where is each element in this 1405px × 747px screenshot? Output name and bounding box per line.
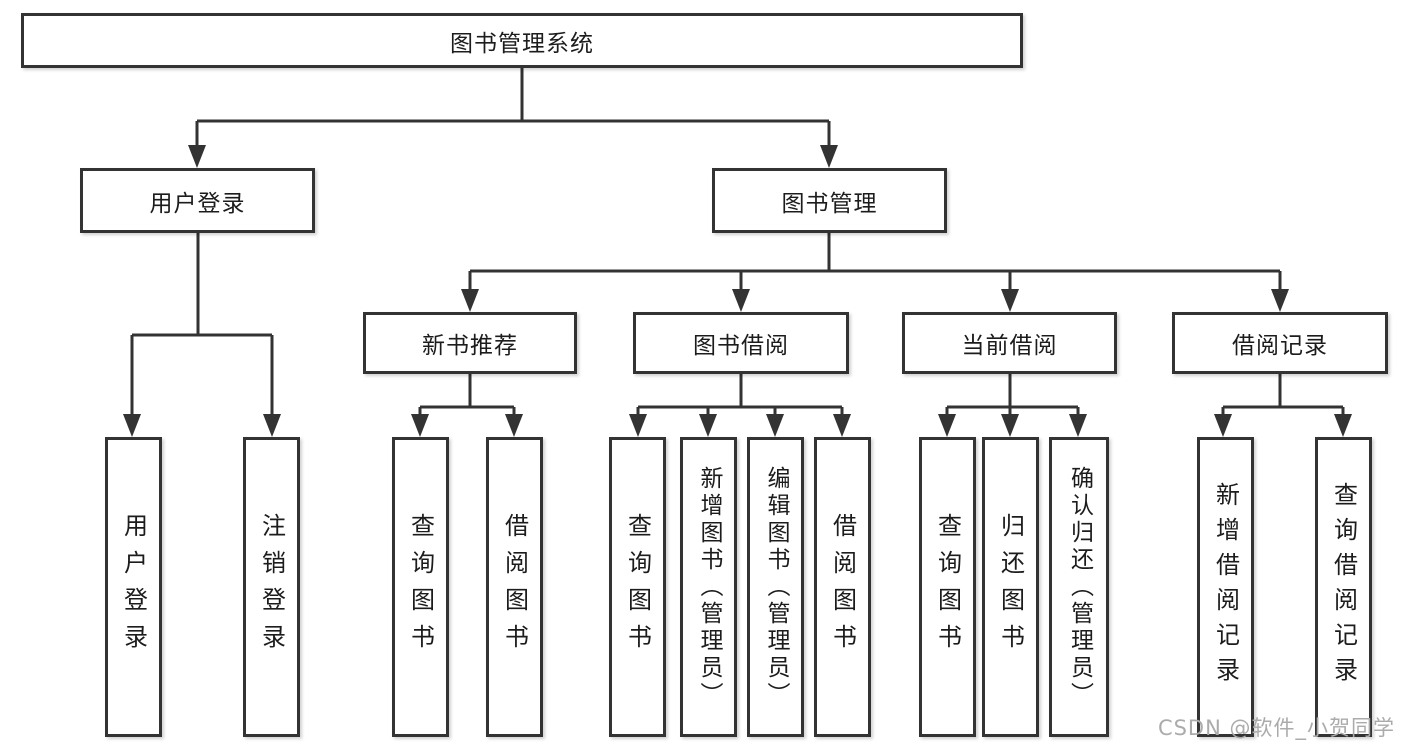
node-new-book-recommend: 新书推荐 [363,312,577,374]
arrowheads [123,145,1352,437]
node-label: 新增图书（管理员） [696,465,722,709]
node-library-system: 图书管理系统 [21,13,1023,68]
leaf-logout: 注销登录 [243,437,300,737]
leaf-user-login: 用户登录 [105,437,162,737]
leaf-query-books-borrowing: 查询图书 [609,437,666,737]
node-label: 图书借阅 [693,333,789,359]
leaf-edit-books-admin: 编辑图书（管理员） [747,437,804,737]
node-label: 查询图书 [406,513,435,661]
node-label: 用户登录 [149,190,246,217]
node-label: 查询借阅记录 [1329,482,1358,692]
node-label: 用户登录 [119,513,148,661]
leaf-add-borrow-record: 新增借阅记录 [1197,437,1254,737]
node-user-login-branch: 用户登录 [80,168,315,233]
node-label: 借阅记录 [1232,333,1328,359]
leaf-add-books-admin: 新增图书（管理员） [680,437,737,737]
leaf-return-books: 归还图书 [982,437,1039,737]
node-label: 新增借阅记录 [1211,482,1240,692]
node-book-management: 图书管理 [712,168,947,233]
node-label: 查询图书 [623,513,652,661]
node-label: 归还图书 [996,513,1025,661]
node-label: 查询图书 [933,513,962,661]
node-label: 编辑图书（管理员） [763,465,789,709]
node-label: 注销登录 [257,513,286,661]
leaf-query-borrow-record: 查询借阅记录 [1315,437,1372,737]
leaf-borrow-books-borrowing: 借阅图书 [814,437,871,737]
node-label: 新书推荐 [422,333,518,359]
leaf-confirm-return-admin: 确认归还（管理员） [1049,437,1109,737]
node-label: 确认归还（管理员） [1066,465,1093,709]
leaf-query-books-recommend: 查询图书 [392,437,449,737]
node-current-borrowing: 当前借阅 [902,312,1117,374]
node-label: 当前借阅 [961,333,1058,359]
node-book-borrowing: 图书借阅 [633,312,849,374]
node-label: 图书管理系统 [450,30,594,57]
node-borrowing-records: 借阅记录 [1172,312,1388,374]
leaf-borrow-books-recommend: 借阅图书 [486,437,543,737]
leaf-query-books-current: 查询图书 [919,437,976,737]
node-label: 图书管理 [781,190,878,217]
node-label: 借阅图书 [500,513,529,661]
csdn-watermark: CSDN @软件_小贺同学 [1157,716,1395,740]
node-label: 借阅图书 [828,513,857,661]
